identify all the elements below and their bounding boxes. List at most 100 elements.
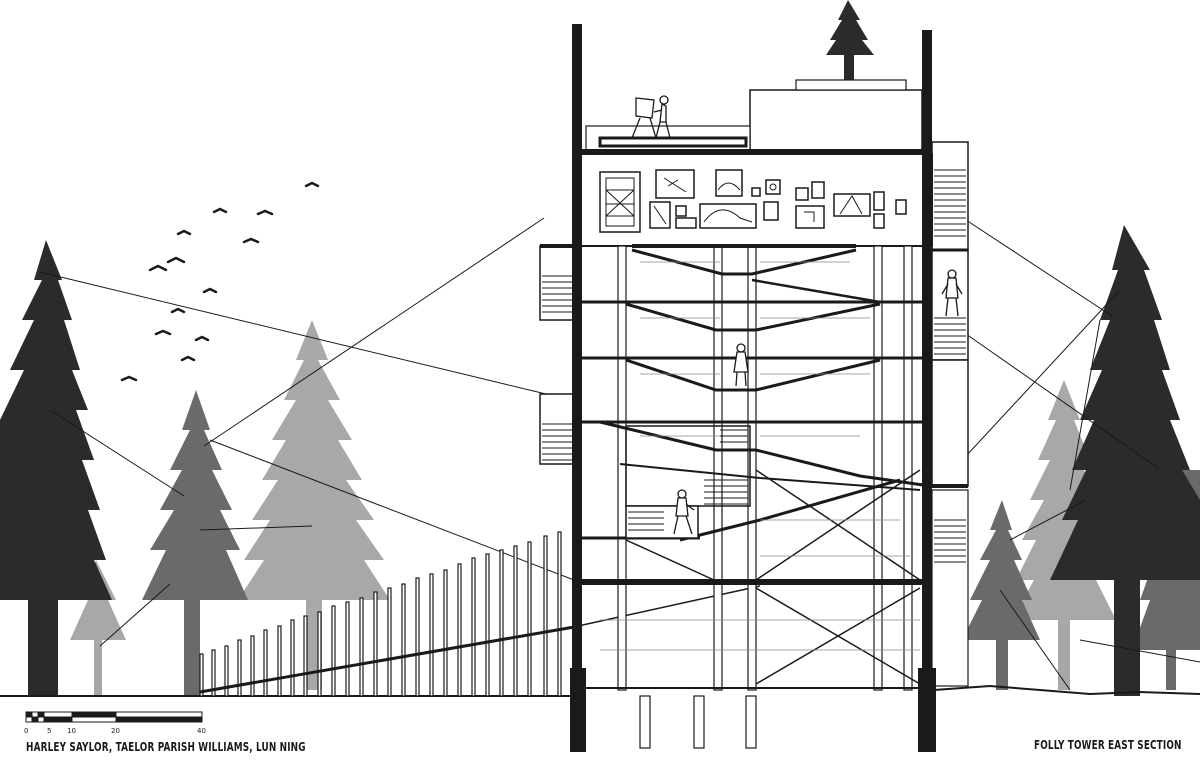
inner-post [903, 245, 913, 691]
tree-rooftop [826, 0, 874, 80]
sight-line [1079, 639, 1200, 663]
stair-flight [751, 278, 881, 304]
drawing-credits: HARLEY SAYLOR, TAELOR PARISH WILLIAMS, L… [26, 740, 306, 754]
artwork-frame [811, 181, 825, 199]
tree-light-3 [1012, 380, 1116, 690]
drawing-title: FOLLY TOWER EAST SECTION [1034, 738, 1182, 752]
inner-post [713, 245, 723, 691]
treads-left-lower [542, 423, 576, 461]
fence-post [373, 591, 378, 697]
artwork-frame [873, 213, 885, 229]
fence-post [527, 541, 532, 697]
bird [154, 329, 172, 336]
bird [176, 229, 192, 236]
sight-line [209, 439, 575, 581]
side-stair-right-mid [931, 249, 969, 361]
side-stair-right-base [931, 489, 969, 687]
fence-post [359, 597, 364, 697]
fence-post [250, 635, 255, 697]
side-stair-right-top [931, 141, 969, 251]
fence-post [485, 553, 490, 697]
sight-line [199, 525, 313, 531]
sight-line [49, 409, 185, 497]
treads-right-top [934, 169, 966, 237]
tread-blocks [542, 169, 966, 563]
scale-label-5: 5 [47, 727, 52, 735]
human-figures [631, 95, 963, 535]
sight-line [965, 219, 1113, 317]
fence-post [513, 545, 518, 697]
inner-post [747, 245, 757, 691]
bird [256, 209, 274, 216]
sight-line [1009, 499, 1087, 541]
bird [242, 237, 260, 244]
tower [539, 24, 969, 752]
dark-trees [0, 0, 1200, 696]
figure-interior-middle [733, 343, 749, 387]
tree-dark-right [1050, 225, 1200, 696]
inner-post [873, 245, 883, 691]
stair-flight [625, 302, 881, 332]
pier [639, 695, 651, 749]
foundation-right [918, 668, 936, 752]
fence-post [237, 639, 242, 697]
scale-bar [25, 711, 203, 723]
artwork-frame [655, 169, 695, 199]
stair-flight [599, 420, 931, 488]
figure-landing [673, 489, 695, 535]
bird [180, 355, 196, 362]
artwork-frame [795, 205, 825, 229]
sight-lines [39, 217, 1200, 691]
sight-line [999, 589, 1071, 691]
scale-label-10: 10 [67, 727, 76, 735]
fence-post [277, 625, 282, 697]
roof-platform [598, 136, 748, 148]
fence-post [429, 573, 434, 697]
foundation-left [570, 668, 586, 752]
sight-line [1069, 319, 1101, 491]
sight-line [39, 271, 547, 395]
tree-mid-2 [962, 500, 1040, 690]
bird [120, 375, 138, 382]
ramp-line-upper [559, 585, 761, 631]
fence-post [543, 535, 548, 697]
fence-post [345, 601, 350, 697]
fence-post [443, 569, 448, 697]
stair-flight [679, 478, 901, 542]
rooftop-parapet [795, 79, 907, 91]
fence-post [387, 587, 392, 697]
rooftop-pavilion [749, 89, 923, 153]
bird [148, 264, 168, 272]
bird [194, 335, 210, 342]
tree-dark-left [0, 240, 112, 695]
treads-right-mid [934, 317, 966, 355]
treads-right-low [934, 519, 966, 563]
fence-post [331, 605, 336, 697]
fence-post [317, 611, 322, 697]
fence-post [457, 563, 462, 697]
artwork-frame [833, 193, 871, 217]
artwork-frame [699, 203, 757, 229]
figure-painter-rooftop [631, 95, 671, 139]
bird [212, 207, 228, 214]
birds [120, 181, 320, 382]
sight-line [99, 583, 171, 647]
artwork-frame [675, 205, 687, 217]
scale-label-0: 0 [24, 727, 29, 735]
ramp-line [199, 624, 581, 694]
treads-left-upper [542, 275, 576, 313]
sight-line [203, 217, 545, 447]
gallery-artworks [599, 169, 907, 233]
bird [304, 181, 320, 188]
fence-post [211, 649, 216, 697]
bird [170, 307, 186, 314]
scale-label-40: 40 [197, 727, 206, 735]
side-stair-right-low [931, 359, 969, 487]
stair-flight [619, 463, 921, 491]
artwork-frame [765, 179, 781, 195]
artwork-frame [715, 169, 743, 197]
treads-inner-landing [628, 429, 748, 531]
artwork-frame [795, 187, 809, 201]
artwork-frame [763, 201, 779, 221]
fence-post [471, 557, 476, 697]
